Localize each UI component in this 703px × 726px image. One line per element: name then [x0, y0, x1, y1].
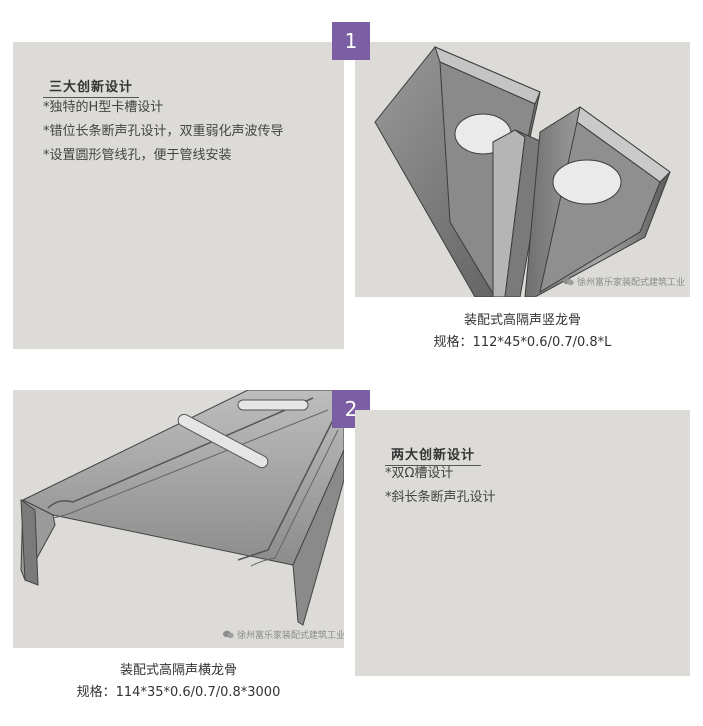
section1-feature-list: *独特的H型卡槽设计 *错位长条断声孔设计，双重弱化声波传导 *设置圆形管线孔，…: [43, 96, 284, 168]
section2-text-panel: 两大创新设计 *双Ω槽设计 *斜长条断声孔设计: [355, 410, 690, 676]
section2-watermark: 徐州富乐家装配式建筑工业: [223, 628, 344, 641]
product-name: 装配式高隔声横龙骨: [119, 663, 237, 678]
wechat-icon: [223, 630, 234, 639]
list-item: *独特的H型卡槽设计: [43, 100, 164, 115]
section1-caption: 装配式高隔声竖龙骨 规格：112*45*0.6/0.7/0.8*L: [355, 310, 690, 354]
list-item: *错位长条断声孔设计，双重弱化声波传导: [43, 124, 284, 139]
product-spec: 规格：114*35*0.6/0.7/0.8*3000: [76, 685, 281, 700]
watermark-text: 徐州富乐家装配式建筑工业: [577, 278, 686, 288]
section2-feature-title: 两大创新设计: [385, 444, 482, 466]
vertical-keel-illustration: [374, 46, 671, 297]
list-item: *设置圆形管线孔，便于管线安装: [43, 148, 232, 163]
section1-watermark: 徐州富乐家装配式建筑工业: [563, 275, 685, 288]
watermark-text: 徐州富乐家装配式建筑工业: [237, 631, 344, 641]
list-item: *斜长条断声孔设计: [385, 490, 496, 505]
product-name: 装配式高隔声竖龙骨: [463, 313, 581, 328]
product-spec: 规格：112*45*0.6/0.7/0.8*L: [433, 335, 612, 350]
section1-number-badge: 1: [332, 22, 370, 60]
section2-caption: 装配式高隔声横龙骨 规格：114*35*0.6/0.7/0.8*3000: [13, 660, 344, 704]
wechat-icon: [563, 277, 574, 286]
section2-image-panel: 徐州富乐家装配式建筑工业: [13, 390, 344, 648]
section1-image-panel: 徐州富乐家装配式建筑工业: [355, 42, 690, 297]
section1-feature-title: 三大创新设计: [43, 76, 140, 98]
list-item: *双Ω槽设计: [385, 466, 454, 481]
section2-feature-list: *双Ω槽设计 *斜长条断声孔设计: [385, 462, 496, 510]
section1-text-panel: 三大创新设计 *独特的H型卡槽设计 *错位长条断声孔设计，双重弱化声波传导 *设…: [13, 42, 344, 349]
horizontal-keel-illustration: [20, 390, 344, 626]
